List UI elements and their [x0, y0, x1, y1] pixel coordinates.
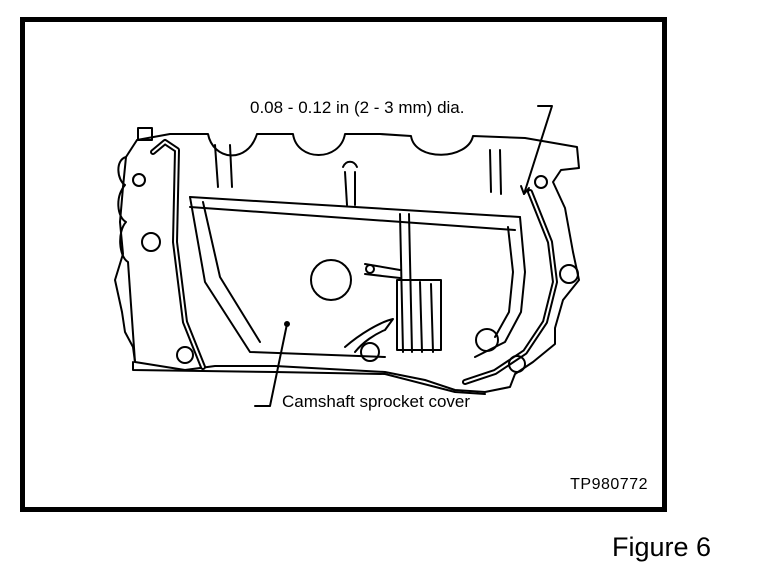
figure-caption: Figure 6	[612, 532, 712, 562]
inner-rib-top	[189, 196, 521, 218]
left-bolt-hole-1	[132, 173, 146, 187]
inner-rib-left	[189, 196, 386, 358]
top-ribs	[214, 144, 502, 195]
bead-leader	[523, 105, 553, 195]
sealant-bead-left	[150, 139, 206, 370]
vertical-rib-2	[419, 281, 423, 353]
bead-diameter-label: 0.08 - 0.12 in (2 - 3 mm) dia.	[250, 98, 465, 117]
right-bolt-hole-3	[508, 355, 526, 373]
round-port	[310, 259, 352, 301]
cover-baseline	[132, 361, 486, 395]
cover-outline	[114, 133, 580, 393]
camshaft-sprocket-cover-drawing	[114, 105, 580, 407]
top-slot-left	[344, 171, 356, 206]
left-flange	[117, 156, 136, 363]
top-bolt-stub	[137, 127, 153, 141]
vertical-rib-1	[399, 213, 404, 353]
image-code: TP980772	[570, 476, 648, 493]
center-boss	[396, 279, 442, 351]
right-bolt-hole-1	[534, 175, 548, 189]
illustration-frame: 0.08 - 0.12 in (2 - 3 mm) dia. Camshaft …	[20, 17, 667, 512]
lower-bolt-hole	[360, 342, 380, 362]
small-pin	[364, 263, 401, 279]
right-bolt-hole-2	[559, 264, 579, 284]
hook-feature	[344, 318, 394, 353]
part-name-label: Camshaft sprocket cover	[282, 392, 471, 411]
left-bolt-hole-3	[176, 346, 194, 364]
lower-right-boss	[475, 328, 499, 352]
left-bolt-hole-2	[141, 232, 161, 252]
inner-rib-right	[474, 216, 526, 358]
part-leader	[254, 323, 288, 407]
